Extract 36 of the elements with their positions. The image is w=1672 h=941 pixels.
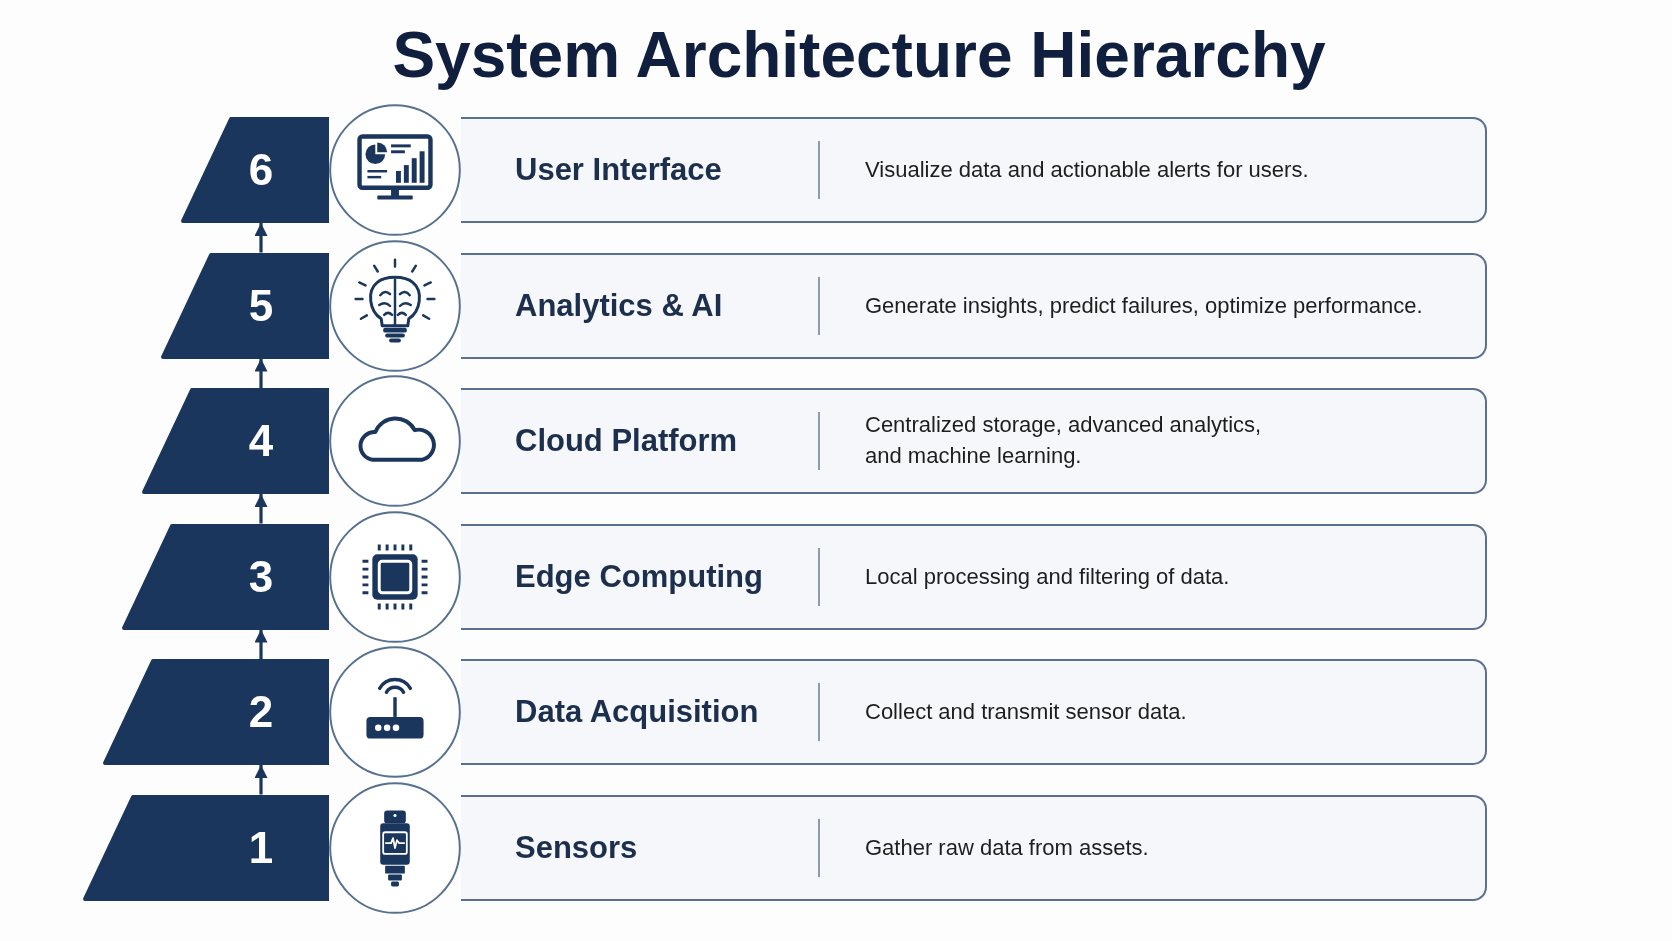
level-number: 6 (248, 148, 274, 192)
layer-description: Generate insights, predict failures, optimize performance. (865, 291, 1423, 320)
layer-title: Data Acquisition (515, 694, 759, 730)
layer-box (461, 659, 1487, 765)
layer-box (461, 388, 1487, 494)
layer-box (461, 117, 1487, 223)
layer-box (461, 794, 1487, 901)
arrow (254, 765, 268, 795)
layer-title: Edge Computing (515, 558, 763, 595)
level-number: 4 (248, 419, 274, 463)
level-number: 2 (248, 690, 274, 734)
level-tab (83, 794, 329, 901)
level-tab (181, 117, 329, 223)
layer-box (461, 252, 1487, 359)
layer-description: Visualize data and actionable alerts for users. (865, 155, 1309, 184)
level-tab (161, 252, 329, 359)
layer-description: Centralized storage, advanced analytics, and machine learning. (865, 411, 1263, 470)
layer-description: Collect and transmit sensor data. (865, 697, 1187, 726)
layer-title: User Interface (515, 152, 722, 188)
level-tab (102, 659, 329, 765)
diagram-title: System Architecture Hierarchy (392, 19, 1326, 91)
layer-title: Sensors (515, 829, 638, 866)
level-tab (122, 523, 329, 630)
level-tab (141, 388, 329, 494)
arrow (254, 494, 268, 524)
layer-title: Analytics & AI (515, 287, 723, 324)
layer-description: Gather raw data from assets. (865, 833, 1149, 862)
level-number: 3 (248, 554, 274, 599)
arrow (254, 629, 268, 659)
level-number: 1 (248, 825, 274, 870)
level-number: 5 (248, 283, 274, 328)
layer-description: Local processing and filtering of data. (865, 562, 1230, 591)
layer-title: Cloud Platform (515, 423, 738, 459)
layer-box (461, 523, 1487, 630)
arrow (254, 223, 268, 253)
arrow (254, 358, 268, 388)
